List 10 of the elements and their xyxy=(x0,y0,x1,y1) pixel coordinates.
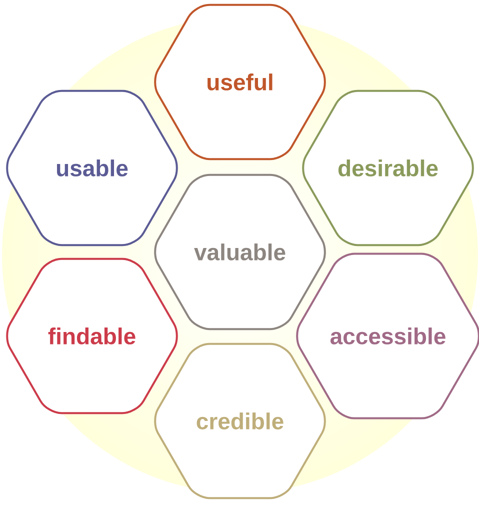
hexagon: accessible xyxy=(296,252,479,420)
node-label: accessible xyxy=(330,328,446,344)
hexagon: desirable xyxy=(302,90,474,246)
hexagon: useful xyxy=(154,4,326,160)
hexagon: findable xyxy=(6,258,178,414)
node-label: credible xyxy=(196,412,284,430)
hexagon: usable xyxy=(6,90,178,246)
node-label: desirable xyxy=(338,160,438,176)
hexagon: valuable xyxy=(154,174,326,330)
hexagon: credible xyxy=(154,342,326,500)
